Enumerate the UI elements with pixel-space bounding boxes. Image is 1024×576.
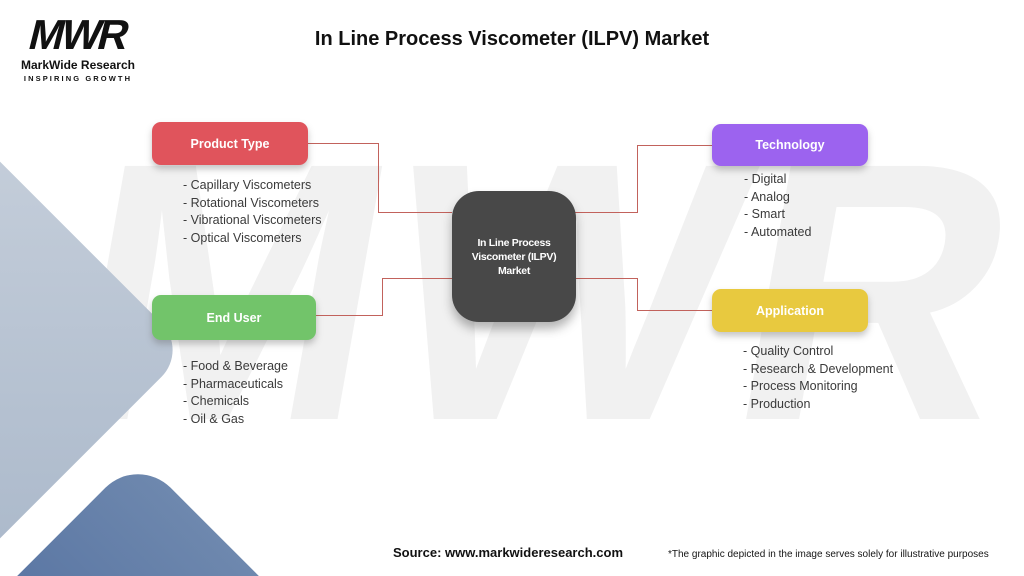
list-item: Chemicals — [183, 393, 288, 411]
list-item: Food & Beverage — [183, 358, 288, 376]
list-item: Digital — [744, 171, 811, 189]
list-item: Production — [743, 396, 893, 414]
connector-technology — [572, 145, 712, 213]
list-item: Pharmaceuticals — [183, 376, 288, 394]
branch-technology: Technology — [712, 124, 868, 166]
logo-company-name: MarkWide Research — [21, 58, 135, 72]
list-item: Oil & Gas — [183, 411, 288, 429]
list-item: Research & Development — [743, 361, 893, 379]
logo-tagline: INSPIRING GROWTH — [23, 74, 133, 83]
branch-end-user-list: Food & BeveragePharmaceuticalsChemicalsO… — [183, 358, 288, 428]
source-text: Source: www.markwideresearch.com — [393, 545, 624, 560]
list-item: Vibrational Viscometers — [183, 212, 322, 230]
list-item: Rotational Viscometers — [183, 195, 322, 213]
branch-product-type-list: Capillary ViscometersRotational Viscomet… — [183, 177, 322, 247]
markwide-research-logo: MWR MarkWide Research INSPIRING GROWTH — [20, 11, 136, 83]
list-item: Automated — [744, 224, 811, 242]
page-title: In Line Process Viscometer (ILPV) Market — [314, 28, 710, 50]
list-item: Capillary Viscometers — [183, 177, 322, 195]
branch-technology-list: DigitalAnalogSmartAutomated — [744, 171, 811, 241]
branch-application: Application — [712, 289, 868, 332]
connector-application — [572, 278, 712, 311]
list-item: Smart — [744, 206, 811, 224]
disclaimer-text: *The graphic depicted in the image serve… — [668, 549, 989, 560]
list-item: Optical Viscometers — [183, 230, 322, 248]
branch-product-type: Product Type — [152, 122, 308, 165]
branch-application-list: Quality ControlResearch & DevelopmentPro… — [743, 343, 893, 413]
list-item: Process Monitoring — [743, 378, 893, 396]
center-node: In Line Process Viscometer (ILPV) Market — [452, 191, 576, 322]
list-item: Quality Control — [743, 343, 893, 361]
connector-product-type — [308, 143, 452, 213]
branch-end-user: End User — [152, 295, 316, 340]
connector-end-user — [316, 278, 452, 316]
list-item: Analog — [744, 189, 811, 207]
